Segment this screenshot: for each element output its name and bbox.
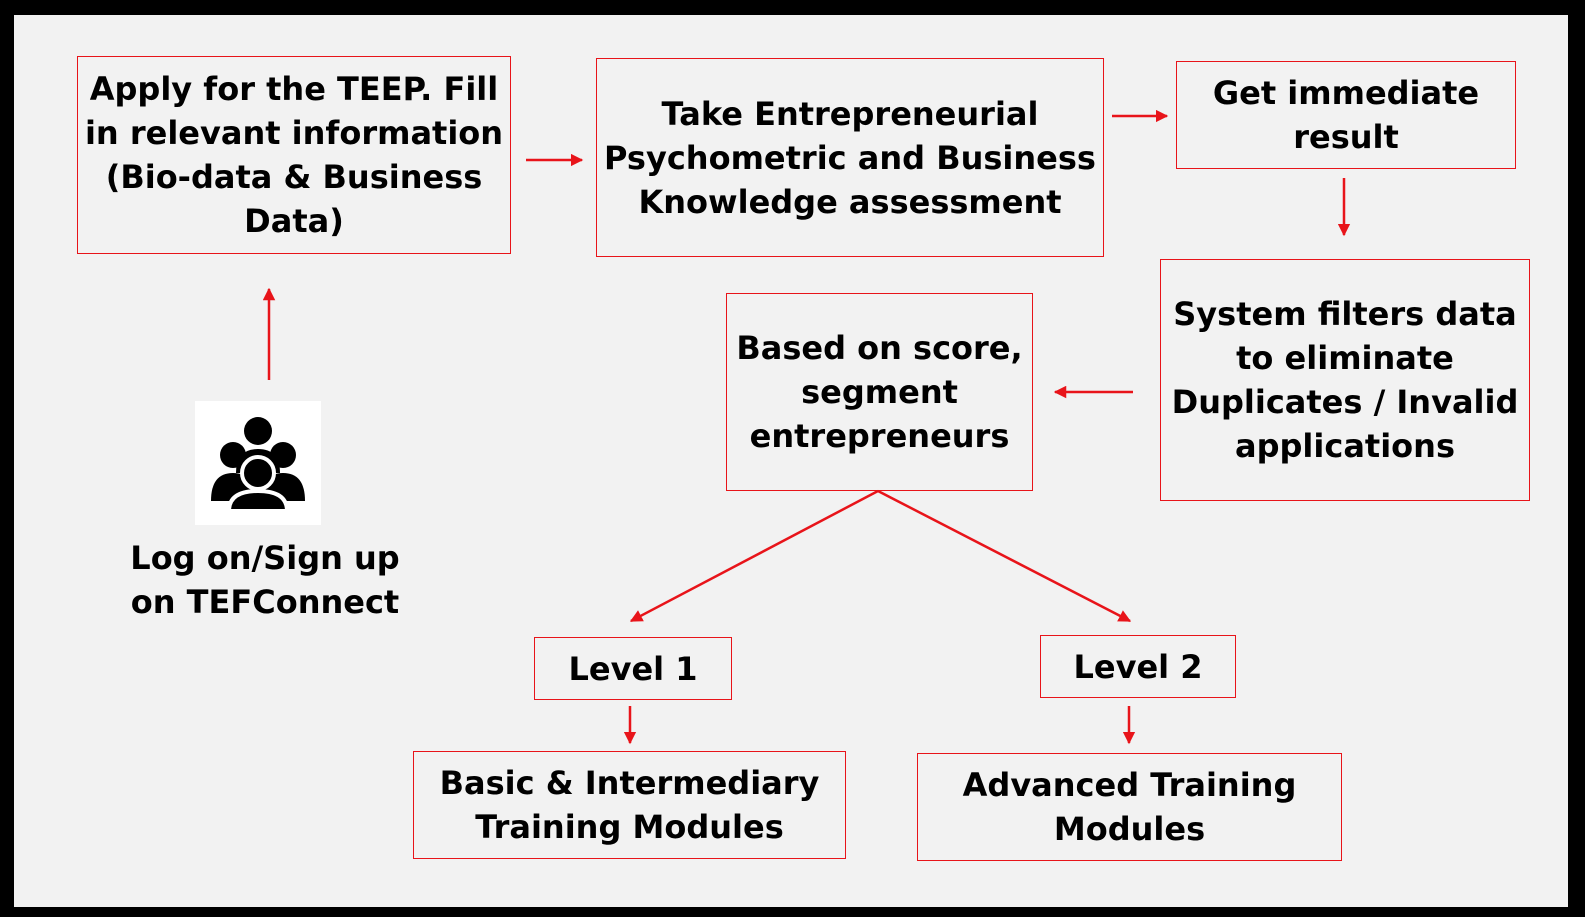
advanced-modules-text: Advanced Training Modules	[962, 766, 1297, 848]
basic-modules-node: Basic & Intermediary Training Modules	[413, 751, 846, 859]
level1-node: Level 1	[534, 637, 732, 700]
users-group-icon	[195, 401, 321, 525]
level1-text: Level 1	[568, 649, 698, 688]
segment-node: Based on score, segment entrepreneurs	[726, 293, 1033, 491]
advanced-modules-node: Advanced Training Modules	[917, 753, 1342, 861]
result-text: Get immediate result	[1212, 74, 1480, 156]
result-node: Get immediate result	[1176, 61, 1516, 169]
login-caption: Log on/Sign up on TEFConnect	[130, 539, 400, 621]
segment-text: Based on score, segment entrepreneurs	[736, 329, 1023, 455]
assessment-text: Take Entrepreneurial Psychometric and Bu…	[604, 94, 1096, 221]
apply-text: Apply for the TEEP. Fill in relevant inf…	[84, 70, 504, 240]
filter-text: System filters data to eliminate Duplica…	[1171, 295, 1519, 465]
level2-text: Level 2	[1073, 647, 1203, 686]
assessment-node: Take Entrepreneurial Psychometric and Bu…	[596, 58, 1104, 257]
apply-node: Apply for the TEEP. Fill in relevant inf…	[77, 56, 511, 254]
filter-node: System filters data to eliminate Duplica…	[1160, 259, 1530, 501]
basic-modules-text: Basic & Intermediary Training Modules	[439, 764, 820, 846]
level2-node: Level 2	[1040, 635, 1236, 698]
